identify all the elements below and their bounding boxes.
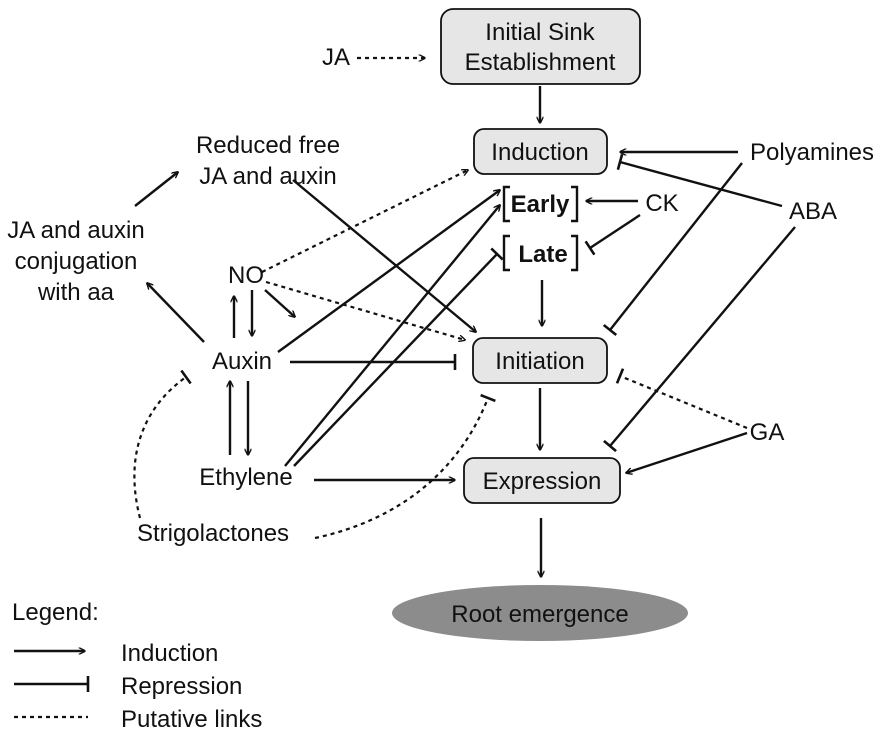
edge-ga-to-expression — [626, 431, 748, 473]
svg-text:Reduced free: Reduced free — [196, 132, 340, 159]
root-emergence-node: Root emergence — [392, 585, 688, 641]
auxin-label: Auxin — [212, 348, 272, 375]
legend-title: Legend: — [12, 599, 99, 626]
late-phase: Late — [502, 234, 579, 272]
edge-no-outgoing — [264, 289, 295, 317]
initiation-node: Initiation — [472, 337, 608, 384]
edge-ethylene-to-late — [293, 247, 504, 467]
polyamines-label: Polyamines — [750, 139, 874, 166]
svg-text:with aa: with aa — [37, 279, 115, 306]
edge-no-to-induction — [261, 170, 468, 273]
svg-text:conjugation: conjugation — [15, 248, 138, 275]
edge-strigolactones-to-auxin — [133, 369, 192, 519]
ga-label: GA — [750, 419, 785, 446]
edge-ethylene-to-early — [284, 205, 500, 467]
initiation-label: Initiation — [495, 348, 584, 375]
early-phase: Early — [502, 185, 579, 223]
initial-sink-label-line2: Establishment — [465, 49, 616, 76]
initial-sink-node: Initial Sink Establishment — [440, 8, 641, 85]
legend-induction-label: Induction — [121, 640, 218, 667]
edge-ck-to-late — [584, 213, 641, 256]
induction-node: Induction — [473, 128, 608, 175]
edge-ga-to-initiation — [615, 368, 748, 430]
edge-auxin-to-early — [277, 190, 500, 353]
edge-strigolactones-to-initiation — [314, 393, 496, 540]
edge-aba-to-expression — [603, 226, 796, 453]
ethylene-label: Ethylene — [199, 464, 292, 491]
induction-label: Induction — [491, 139, 588, 166]
initial-sink-label-line1: Initial Sink — [485, 19, 595, 46]
late-brackets — [502, 234, 579, 272]
edge-aba-to-induction — [616, 153, 783, 208]
early-label: Early — [511, 191, 570, 218]
early-brackets — [502, 185, 579, 223]
aba-label: ABA — [789, 198, 837, 225]
ja-label: JA — [322, 44, 350, 71]
expression-node: Expression — [463, 457, 621, 504]
legend-repression-label: Repression — [121, 673, 242, 700]
edge-no-to-initiation — [265, 280, 465, 340]
root-emergence-label: Root emergence — [451, 601, 628, 628]
edges — [133, 58, 796, 577]
edge-auxin-to-conjugation — [147, 283, 205, 343]
ja-auxin-conjugation-label: JA and auxin conjugation with aa — [7, 217, 144, 306]
edge-polyamines-to-initiation — [602, 162, 743, 336]
legend-putative-label: Putative links — [121, 706, 262, 733]
svg-text:JA and auxin: JA and auxin — [199, 163, 336, 190]
late-label: Late — [518, 241, 567, 268]
ck-label: CK — [645, 190, 678, 217]
legend: Legend: Induction Repression Putative li… — [12, 599, 262, 733]
reduced-free-label: Reduced free JA and auxin — [196, 132, 340, 190]
expression-label: Expression — [483, 468, 602, 495]
strigolactones-label: Strigolactones — [137, 520, 289, 547]
edge-conjugation-to-reduced-free — [134, 172, 178, 207]
edge-reduced-free-to-initiation — [292, 179, 476, 332]
svg-text:JA and auxin: JA and auxin — [7, 217, 144, 244]
no-label: NO — [228, 262, 264, 289]
